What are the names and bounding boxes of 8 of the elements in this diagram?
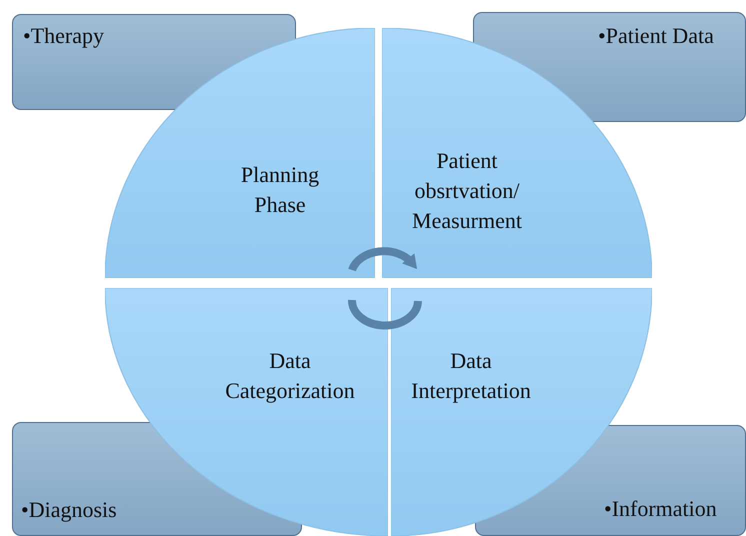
bullet-item: •Therapy <box>23 23 104 49</box>
bullet-item: •Patient Data <box>598 23 714 49</box>
phase-label: Patient obsrtvation/ Measurment <box>411 147 523 235</box>
phase-label: Planning Phase <box>240 161 320 219</box>
phase-label: Data Categorization <box>224 347 356 405</box>
phase-label: Data Interpretation <box>410 347 532 405</box>
bullet-item: •Diagnosis <box>21 497 117 523</box>
bullet-item: •Information <box>604 496 717 522</box>
